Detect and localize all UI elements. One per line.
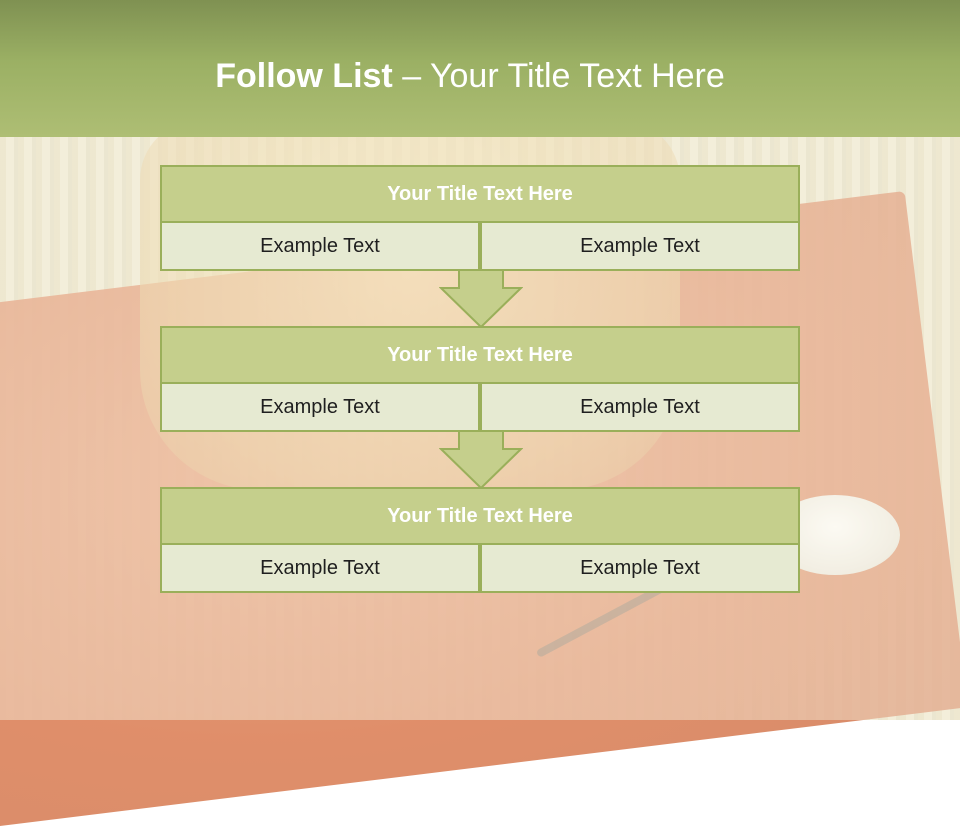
- block-cell-left[interactable]: Example Text: [160, 543, 480, 593]
- block-title[interactable]: Your Title Text Here: [160, 326, 800, 384]
- block-cell-left[interactable]: Example Text: [160, 382, 480, 432]
- slide-title-rest: – Your Title Text Here: [392, 57, 725, 95]
- header-bar: Follow List – Your Title Text Here: [0, 0, 960, 137]
- down-arrow-icon: [439, 431, 523, 489]
- block-cell-left[interactable]: Example Text: [160, 221, 480, 271]
- block-cell-right[interactable]: Example Text: [480, 221, 800, 271]
- list-block-1[interactable]: Your Title Text Here Example Text Exampl…: [160, 165, 800, 271]
- slide-title-bold: Follow List: [215, 57, 393, 95]
- block-title[interactable]: Your Title Text Here: [160, 165, 800, 223]
- down-arrow-icon: [439, 270, 523, 328]
- block-cell-right[interactable]: Example Text: [480, 543, 800, 593]
- list-block-3[interactable]: Your Title Text Here Example Text Exampl…: [160, 487, 800, 593]
- list-block-2[interactable]: Your Title Text Here Example Text Exampl…: [160, 326, 800, 432]
- block-cell-right[interactable]: Example Text: [480, 382, 800, 432]
- block-title[interactable]: Your Title Text Here: [160, 487, 800, 545]
- slide-title[interactable]: Follow List – Your Title Text Here: [0, 56, 940, 96]
